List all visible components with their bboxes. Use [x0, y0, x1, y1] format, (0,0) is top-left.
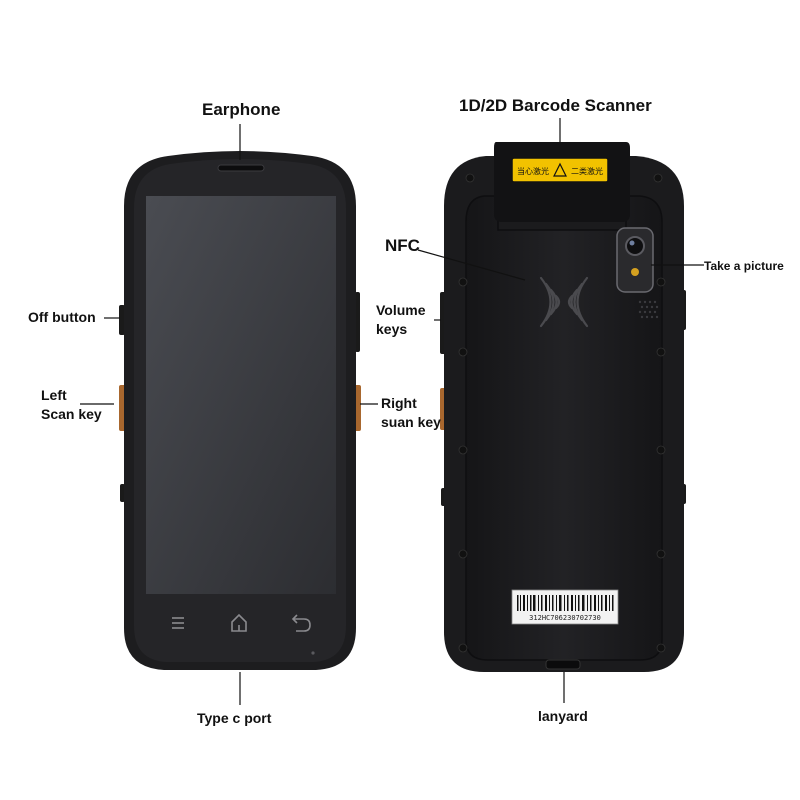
right-scan-key-line2: suan key	[381, 414, 441, 430]
nfc-leader	[417, 249, 526, 281]
front-device	[119, 151, 361, 670]
right-scan-key-label: Right suan key	[381, 394, 441, 432]
left-scan-key-line2: Scan key	[41, 406, 102, 422]
left-scan-key-label: Left Scan key	[41, 386, 102, 424]
serial-barcode-label: 312HC706230702730	[511, 589, 619, 625]
back-key-icon	[291, 614, 311, 632]
front-screen	[146, 196, 336, 594]
volume-keys-line1: Volume	[376, 302, 426, 318]
volume-keys-label: Volume keys	[376, 301, 426, 339]
laser-warning-sticker	[511, 157, 609, 183]
lanyard-slot	[545, 659, 581, 670]
barcode-scanner-label: 1D/2D Barcode Scanner	[459, 96, 652, 115]
off-button	[119, 305, 125, 335]
barcode-bars	[517, 595, 614, 611]
earphone-label: Earphone	[202, 100, 281, 119]
left-scan-key-line1: Left	[41, 387, 67, 403]
menu-key-icon	[172, 617, 184, 629]
microphone-hole	[311, 651, 315, 655]
back-screws	[458, 173, 666, 653]
lanyard-label: lanyard	[538, 708, 588, 724]
nfc-label: NFC	[385, 236, 420, 255]
speaker-grille	[638, 300, 659, 319]
sticker-text-right: 二类激光	[571, 166, 603, 176]
serial-number-text: 312HC706230702730	[529, 614, 601, 622]
laser-warning-icon	[553, 162, 567, 177]
back-device: 当心激光 二类激光	[440, 142, 686, 672]
camera-lens-icon	[625, 236, 645, 256]
type-c-port-label: Type c port	[197, 710, 272, 726]
off-button-label: Off button	[28, 309, 96, 325]
earpiece-grille	[217, 164, 265, 172]
right-scan-key-line1: Right	[381, 395, 417, 411]
sticker-text-left: 当心激光	[517, 166, 549, 176]
take-picture-label: Take a picture	[704, 259, 784, 273]
camera-flash-icon	[631, 268, 639, 276]
callout-lines	[80, 118, 704, 705]
left-lower-key	[120, 484, 125, 502]
nfc-icon	[539, 276, 589, 328]
right-upper-key	[355, 292, 360, 352]
volume-keys-line2: keys	[376, 321, 408, 337]
home-key-icon	[231, 613, 247, 632]
